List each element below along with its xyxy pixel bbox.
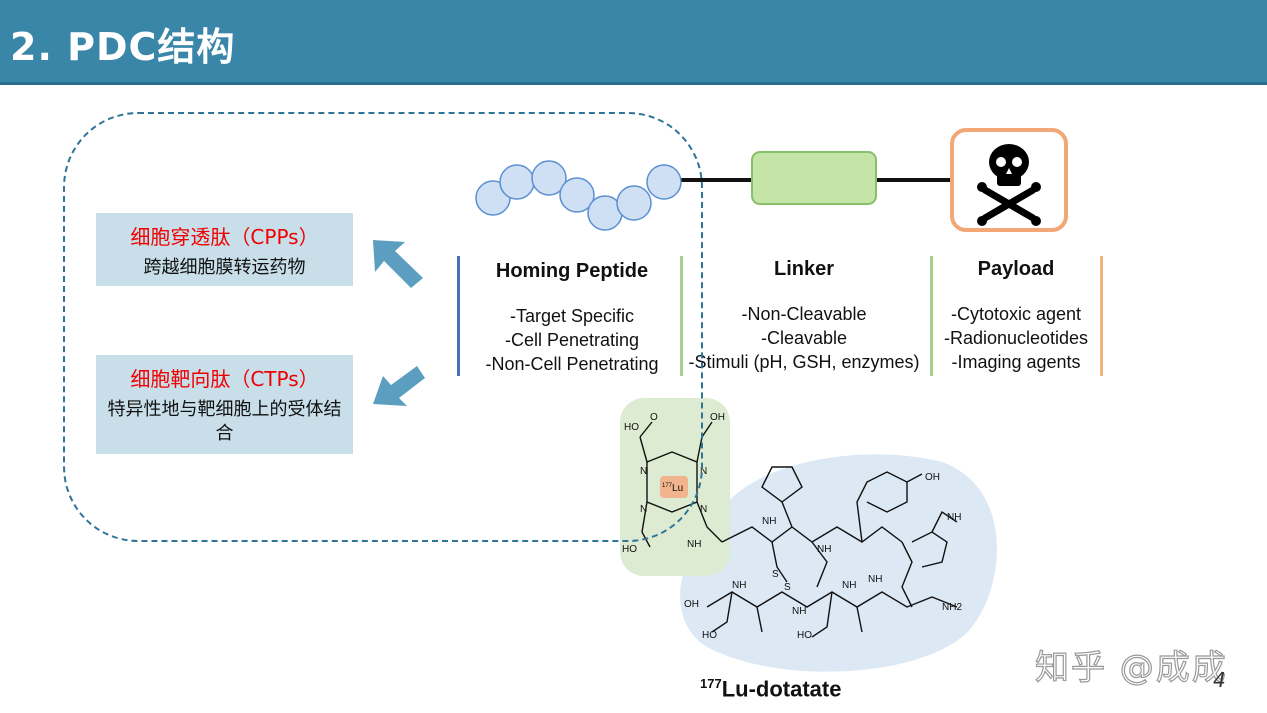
atom-label: NH2 xyxy=(942,602,962,613)
linker-item: -Stimuli (pH, GSH, enzymes) xyxy=(688,352,920,372)
cpp-card: 细胞穿透肽（CPPs） 跨越细胞膜转运药物 xyxy=(96,213,353,286)
linker-box xyxy=(751,151,877,205)
payload-item: -Imaging agents xyxy=(951,352,1081,372)
atom-label: HO xyxy=(624,422,639,433)
atom-label: NH xyxy=(868,574,882,585)
atom-label: N xyxy=(640,466,647,477)
linker-column: Linker -Non-Cleavable -Cleavable -Stimul… xyxy=(683,254,925,374)
payload-item: -Radionucleotides xyxy=(943,328,1089,348)
atom-label: NH xyxy=(817,544,831,555)
caption-text: Lu-dotatate xyxy=(721,676,842,702)
page-number: 4 xyxy=(1213,668,1226,692)
payload-bar xyxy=(1100,256,1103,376)
pdc-schematic xyxy=(475,128,1068,232)
peptide-beads xyxy=(475,160,682,231)
payload-item: -Cytotoxic agent xyxy=(950,304,1082,324)
atom-label: O xyxy=(650,412,658,423)
atom-label: NH xyxy=(762,516,776,527)
ctp-card-desc: 特异性地与靶细胞上的受体结合 xyxy=(107,399,342,444)
atom-label: OH xyxy=(684,599,699,610)
atom-label: NH xyxy=(947,512,961,523)
atom-label: NH xyxy=(792,606,806,617)
atom-label: HO xyxy=(797,630,812,641)
arrow-icon xyxy=(373,240,423,288)
slide-title: 2. PDC结构 xyxy=(10,25,236,69)
linker-item: -Cleavable xyxy=(760,328,848,348)
atom-label: NH xyxy=(732,580,746,591)
arrow-icon xyxy=(373,366,425,406)
homing-item: -Target Specific xyxy=(509,306,635,326)
title-bar: 2. PDC结构 xyxy=(0,0,1267,85)
atom-label: S xyxy=(772,569,779,580)
cpp-card-title: 细胞穿透肽（CPPs） xyxy=(130,225,319,249)
atom-label: N xyxy=(640,504,647,515)
atom-label: NH xyxy=(687,539,701,550)
homing-column: Homing Peptide -Target Specific -Cell Pe… xyxy=(472,256,672,376)
cpp-card-desc: 跨越细胞膜转运药物 xyxy=(143,257,306,278)
linker-bar-left xyxy=(680,256,683,376)
linker-bar-right xyxy=(930,256,933,376)
homing-item: -Non-Cell Penetrating xyxy=(485,354,659,374)
atom-label: NH xyxy=(842,580,856,591)
skull-crossbones-icon xyxy=(977,144,1041,226)
ctp-card-title: 细胞靶向肽（CTPs） xyxy=(130,367,319,391)
homing-bar xyxy=(457,256,460,376)
atom-label: N xyxy=(700,466,707,477)
lu-atom-label: 177Lu xyxy=(662,483,683,494)
linker-item: -Non-Cleavable xyxy=(741,304,867,324)
atom-label: N xyxy=(700,504,707,515)
lu-dotatate-structure: 177Lu HO O OH N N N N HO NH NH NH OH NH … xyxy=(620,398,997,672)
atom-label: HO xyxy=(622,544,637,555)
lu-dotatate-caption: 177Lu-dotatate xyxy=(700,676,841,702)
atom-label: S xyxy=(784,582,791,593)
ctp-card: 细胞靶向肽（CTPs） 特异性地与靶细胞上的受体结合 xyxy=(96,355,353,454)
payload-title: Payload xyxy=(977,258,1055,280)
homing-item: -Cell Penetrating xyxy=(504,330,640,350)
caption-superscript: 177 xyxy=(700,676,722,691)
atom-label: HO xyxy=(702,630,717,641)
homing-title: Homing Peptide xyxy=(495,260,649,282)
atom-label: OH xyxy=(925,472,940,483)
atom-label: OH xyxy=(710,412,725,423)
watermark: 知乎 @成成 xyxy=(1034,647,1228,688)
linker-title: Linker xyxy=(773,258,835,280)
payload-column: Payload -Cytotoxic agent -Radionucleotid… xyxy=(936,254,1096,374)
